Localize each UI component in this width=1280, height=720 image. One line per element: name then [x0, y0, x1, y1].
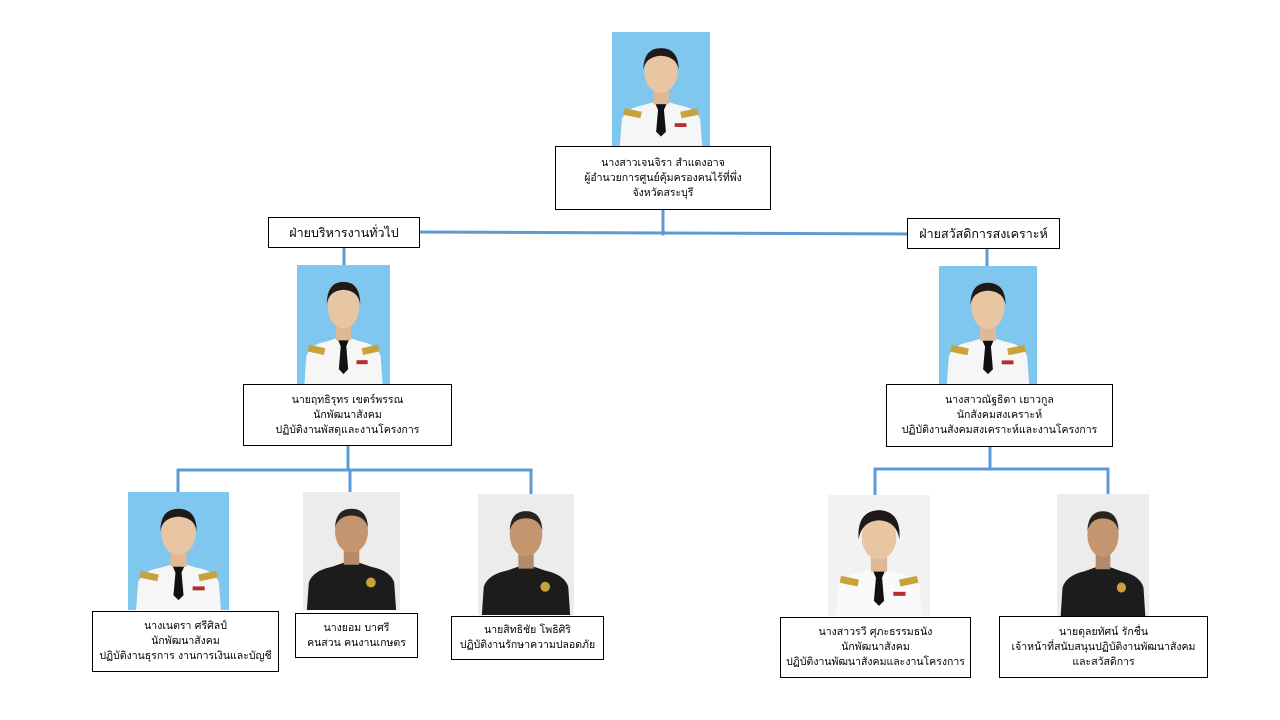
staff-2-photo — [303, 492, 400, 610]
staff-1-position: นักพัฒนาสังคม — [151, 635, 220, 647]
staff-3-photo — [478, 494, 574, 615]
welfare-head-box: นางสาวณัฐธิดา เยาวกูล นักสังคมสงเคราะห์ … — [886, 384, 1113, 447]
staff-3-name: นายสิทธิชัย โพธิศิริ — [484, 624, 571, 636]
staff-5-name: นายดุลยทัศน์ รักชื่น — [1058, 625, 1149, 638]
staff-2-box: นางยอม บาศรี คนสวน คนงานเกษตร — [295, 613, 418, 658]
admin-head-duty: ปฏิบัติงานพัสดุและงานโครงการ — [275, 423, 420, 436]
admin-head-name: นายฤทธิรุทร เขตร์พรรณ — [291, 393, 404, 406]
staff-5-photo — [1057, 494, 1149, 616]
director-name: นางสาวเจนจิรา สำแดงอาจ — [601, 156, 725, 169]
connector-department-bar — [417, 230, 909, 236]
staff-1-photo — [128, 492, 229, 610]
director-box: นางสาวเจนจิรา สำแดงอาจ ผู้อำนวยการศูนย์ค… — [555, 146, 771, 210]
staff-1-name: นางเนตรา ศรีศิลป์ — [144, 620, 227, 632]
staff-1-box: นางเนตรา ศรีศิลป์ นักพัฒนาสังคม ปฏิบัติง… — [92, 611, 279, 672]
admin-head-position: นักพัฒนาสังคม — [313, 408, 382, 421]
director-photo — [612, 32, 710, 146]
staff-4-position: นักพัฒนาสังคม — [841, 641, 910, 653]
welfare-head-position: นักสังคมสงเคราะห์ — [956, 409, 1043, 421]
staff-2-name: นางยอม บาศรี — [323, 621, 390, 634]
department-welfare-box: ฝ่ายสวัสดิการสงเคราะห์ — [907, 218, 1060, 249]
department-admin-label: ฝ่ายบริหารงานทั่วไป — [289, 225, 399, 240]
department-admin-box: ฝ่ายบริหารงานทั่วไป — [268, 217, 420, 248]
staff-5-position: เจ้าหน้าที่สนับสนุนปฏิบัติงานพัฒนาสังคม — [1011, 640, 1196, 653]
staff-1-duty: ปฏิบัติงานธุรการ งานการเงินและบัญชี — [99, 650, 272, 662]
director-province: จังหวัดสระบุรี — [632, 186, 694, 199]
staff-3-position: ปฏิบัติงานรักษาความปลอดภัย — [459, 639, 596, 651]
staff-3-box: นายสิทธิชัย โพธิศิริ ปฏิบัติงานรักษาความ… — [451, 616, 604, 660]
staff-5-duty: และสวัสดิการ — [1072, 655, 1135, 668]
department-welfare-label: ฝ่ายสวัสดิการสงเคราะห์ — [919, 226, 1048, 241]
admin-head-box: นายฤทธิรุทร เขตร์พรรณ นักพัฒนาสังคม ปฏิบ… — [243, 384, 452, 446]
welfare-head-photo — [939, 266, 1037, 384]
director-position: ผู้อำนวยการศูนย์คุ้มครองคนไร้ที่พึ่ง — [584, 171, 742, 184]
welfare-head-name: นางสาวณัฐธิดา เยาวกูล — [945, 394, 1054, 406]
staff-4-name: นางสาวรวี ศุภะธรรมธนัง — [818, 626, 933, 638]
welfare-head-duty: ปฏิบัติงานสังคมสงเคราะห์และงานโครงการ — [901, 424, 1098, 436]
staff-4-duty: ปฏิบัติงานพัฒนาสังคมและงานโครงการ — [786, 656, 965, 668]
admin-head-photo — [297, 265, 390, 384]
staff-2-position: คนสวน คนงานเกษตร — [307, 636, 406, 649]
staff-5-box: นายดุลยทัศน์ รักชื่น เจ้าหน้าที่สนับสนุน… — [999, 616, 1208, 678]
staff-4-box: นางสาวรวี ศุภะธรรมธนัง นักพัฒนาสังคม ปฏิ… — [780, 617, 971, 678]
staff-4-photo — [828, 495, 930, 616]
